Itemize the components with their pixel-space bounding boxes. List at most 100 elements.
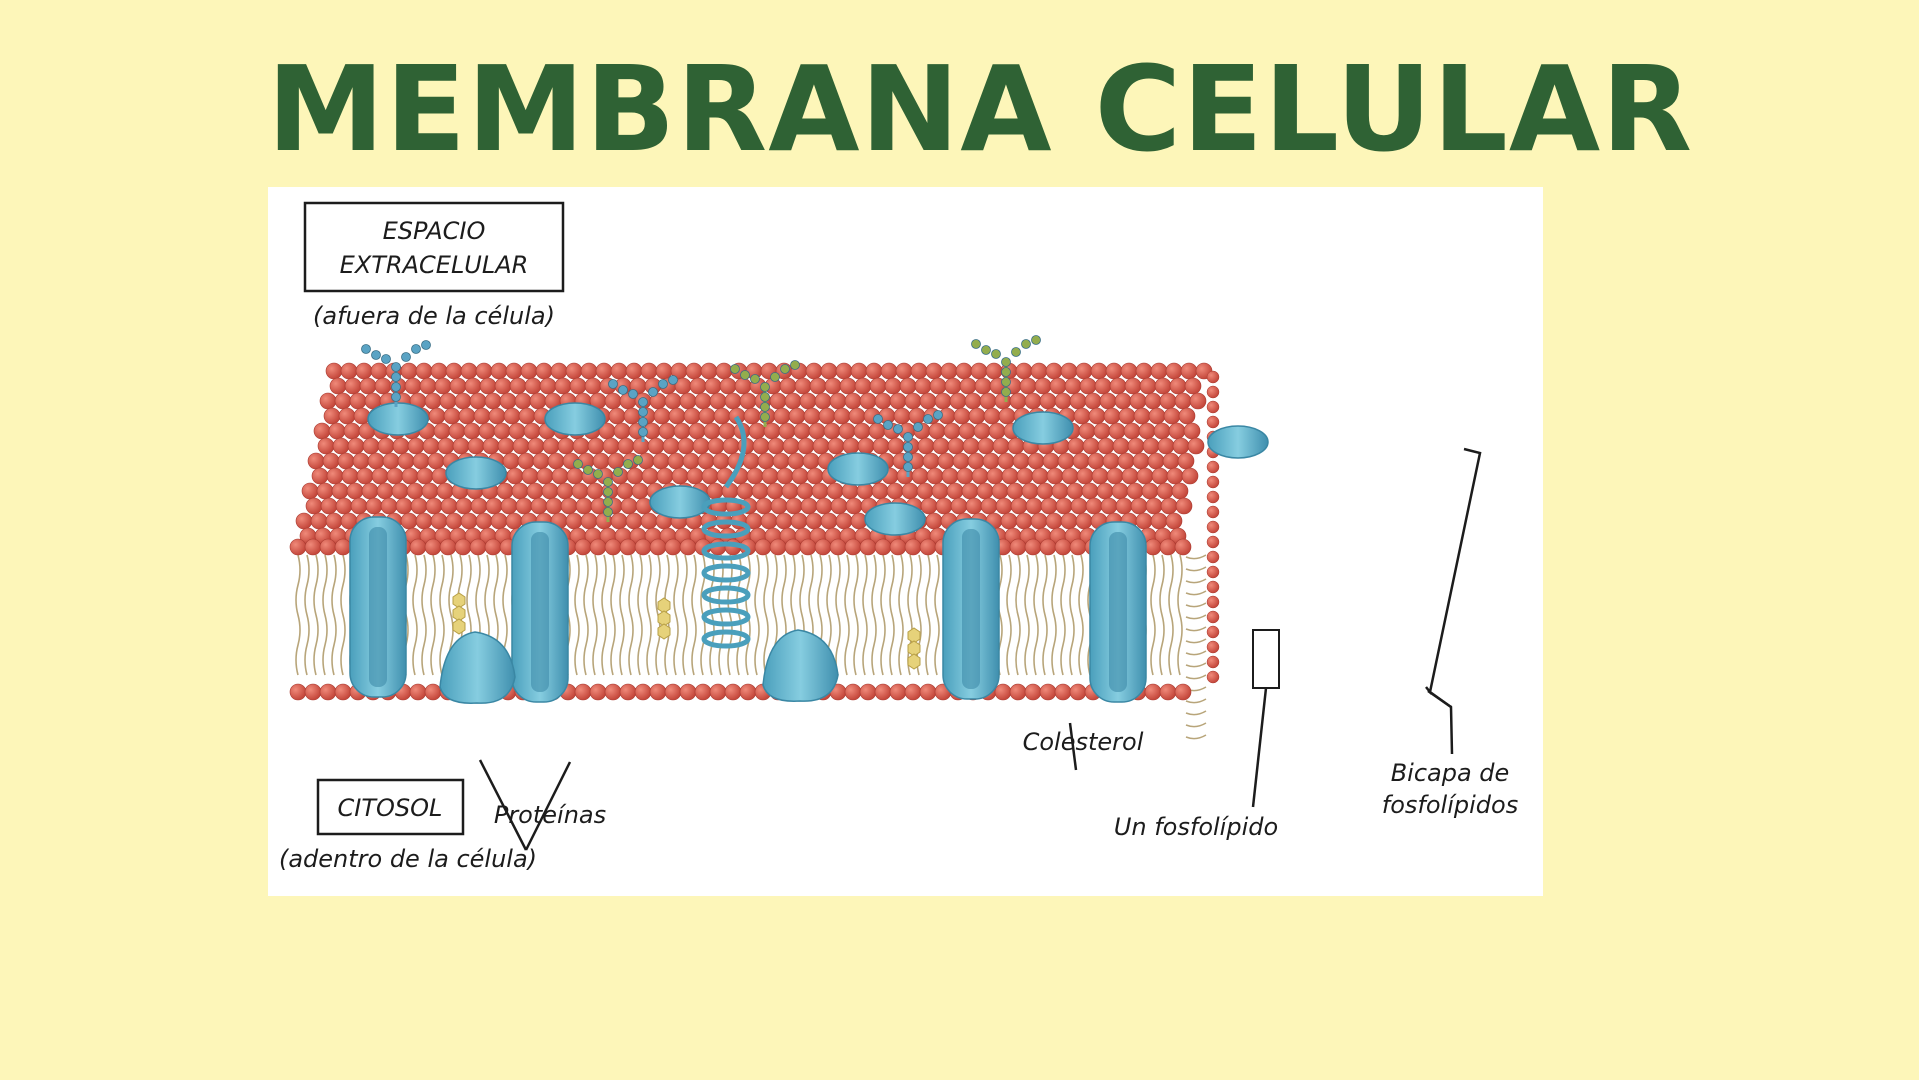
glycan-green-bead (760, 382, 770, 392)
lipid-head (926, 467, 944, 485)
surface-protein (864, 502, 926, 536)
lipid-head (848, 407, 866, 425)
lipid-head (761, 467, 779, 485)
lipid-head (1091, 467, 1109, 485)
lipid-head (382, 452, 400, 470)
lipid-tail (637, 554, 643, 676)
glycan-green-bead (573, 459, 583, 469)
lipid-head (853, 422, 871, 440)
lipid-head (1206, 460, 1220, 474)
lipid-tail (907, 554, 913, 676)
lipid-head (521, 467, 539, 485)
lipid-head (838, 422, 856, 440)
lipid-head (709, 392, 727, 410)
lipid-head (802, 452, 820, 470)
lipid-head (587, 437, 605, 455)
lipid-head (484, 392, 502, 410)
lipid-tail (1185, 614, 1207, 620)
lipid-head (1124, 377, 1142, 395)
lipid-head (1171, 482, 1189, 500)
lipid-head (1174, 683, 1192, 701)
glycan-blue-bead (913, 422, 923, 432)
glycan-blue-bead (391, 392, 401, 402)
lipid-head (617, 437, 635, 455)
glycan-blue-bead (638, 397, 648, 407)
lipid-head (460, 362, 478, 380)
lipid-head (439, 538, 457, 556)
lipid-head (1054, 683, 1072, 701)
lipid-tail (1051, 554, 1057, 676)
lipid-tail (1185, 650, 1207, 656)
lipid-head (746, 467, 764, 485)
helix-turn (701, 541, 751, 561)
glycan-blue-bead (638, 407, 648, 417)
lipid-head (743, 407, 761, 425)
lipid-head (647, 437, 665, 455)
lipid-head (289, 538, 307, 556)
glycan-green-bead (750, 374, 760, 384)
lipid-head (811, 482, 829, 500)
lipid-tail (1006, 554, 1012, 676)
lipid-head (391, 482, 409, 500)
lipid-head (1178, 407, 1196, 425)
lipid-head (433, 422, 451, 440)
helix-turn (701, 629, 751, 649)
page-title: MEMBRANA CELULAR (266, 40, 1694, 178)
lipid-head (944, 377, 962, 395)
lipid-head (1009, 538, 1027, 556)
lipid-head (1144, 392, 1162, 410)
lipid-head (1135, 512, 1153, 530)
lipid-head (475, 512, 493, 530)
lipid-head (865, 362, 883, 380)
lipid-head (1087, 452, 1105, 470)
glycan-green-bead (730, 364, 740, 374)
lipid-head (1165, 362, 1183, 380)
lipid-head (1075, 512, 1093, 530)
lipid-head (532, 452, 550, 470)
lipid-head (527, 437, 545, 455)
lipid-head (386, 467, 404, 485)
lipid-tail (898, 554, 904, 676)
lipid-head (343, 422, 361, 440)
lipid-tail (574, 554, 580, 676)
lipid-head (809, 377, 827, 395)
lipid-head (772, 452, 790, 470)
lipid-head (395, 497, 413, 515)
lipid-head (656, 467, 674, 485)
lipid-head (406, 482, 424, 500)
helix-turn (701, 563, 751, 583)
lipid-head (545, 497, 563, 515)
lipid-head (1135, 362, 1153, 380)
lipid-head (328, 422, 346, 440)
phospholipid-text: Un fosfolípido (1114, 813, 1278, 841)
lipid-head (313, 422, 331, 440)
lipid-head (794, 377, 812, 395)
lipid-head (911, 467, 929, 485)
lipid-head (580, 512, 598, 530)
lipid-head (1105, 362, 1123, 380)
lipid-head (805, 362, 823, 380)
lipid-head (934, 392, 952, 410)
lipid-head (565, 512, 583, 530)
lipid-head (479, 377, 497, 395)
lipid-head (586, 482, 604, 500)
lipid-head (671, 467, 689, 485)
lipid-head (956, 467, 974, 485)
lipid-head (983, 407, 1001, 425)
lipid-head (337, 452, 355, 470)
lipid-head (595, 362, 613, 380)
lipid-head (301, 482, 319, 500)
lipid-head (1184, 377, 1202, 395)
lipid-head (500, 497, 518, 515)
lipid-head (317, 437, 335, 455)
lipid-head (310, 512, 328, 530)
lipid-head (704, 377, 722, 395)
lipid-head (547, 452, 565, 470)
helix-turn (701, 607, 751, 627)
lipid-head (1010, 497, 1028, 515)
lipid-head (542, 437, 560, 455)
lipid-head (424, 683, 442, 701)
lipid-head (400, 512, 418, 530)
lipid-head (592, 452, 610, 470)
lipid-head (641, 467, 659, 485)
